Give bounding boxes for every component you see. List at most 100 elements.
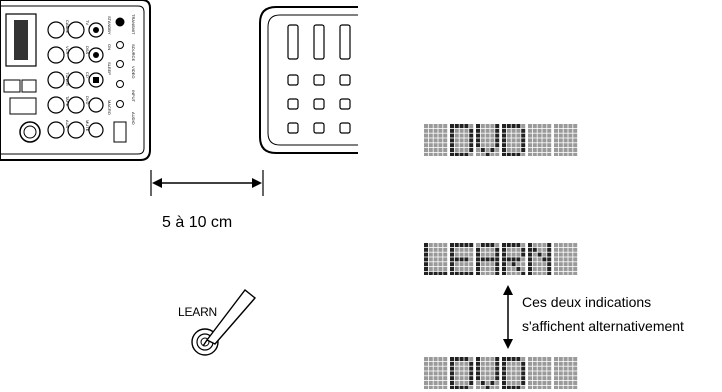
lcd-segment-off	[547, 366, 552, 371]
lcd-segment-off	[485, 143, 490, 148]
lcd-segment-off	[490, 366, 495, 371]
lcd-segment-off	[537, 357, 542, 361]
lcd-segment-off	[516, 366, 521, 371]
lcd-segment-on	[459, 243, 464, 247]
lcd-segment-off	[438, 133, 443, 138]
lcd-segment-on	[506, 357, 511, 361]
lcd-display-dvd-top	[424, 124, 578, 156]
lcd-segment-on	[495, 371, 500, 376]
lcd-segment-off	[433, 371, 438, 376]
svg-text:TV: TV	[85, 20, 90, 25]
lcd-segment-off	[506, 376, 511, 381]
lcd-segment-off	[490, 247, 495, 252]
lcd-segment-off	[433, 267, 438, 271]
lcd-segment-off	[537, 143, 542, 148]
lcd-segment-on	[476, 247, 480, 252]
lcd-segment-off	[443, 376, 448, 381]
lcd-segment-off	[495, 381, 500, 385]
lcd-segment-on	[476, 267, 480, 271]
lcd-segment-off	[490, 138, 495, 143]
lcd-segment-off	[438, 267, 443, 271]
learn-button-press-illustration	[191, 289, 257, 356]
lcd-segment-on	[485, 243, 490, 247]
lcd-segment-on	[480, 243, 485, 247]
lcd-segment-off	[443, 128, 448, 133]
svg-text:CD: CD	[85, 72, 90, 78]
lcd-segment-off	[438, 361, 443, 366]
lcd-segment-off	[573, 376, 578, 381]
lcd-segment-off	[521, 357, 526, 361]
lcd-segment-on	[459, 357, 464, 361]
lcd-segment-off	[424, 143, 428, 148]
lcd-segment-off	[528, 361, 532, 366]
lcd-segment-off	[532, 143, 537, 148]
lcd-segment-off	[568, 267, 573, 271]
lcd-segment-off	[568, 148, 573, 152]
lcd-segment-off	[424, 124, 428, 128]
lcd-segment-off	[438, 252, 443, 257]
lcd-segment-off	[454, 361, 459, 366]
lcd-segment-on	[476, 371, 480, 376]
lcd-segment-on	[450, 366, 454, 371]
lcd-segment-off	[485, 252, 490, 257]
lcd-segment-on	[516, 385, 521, 389]
lcd-segment-on	[521, 252, 526, 257]
lcd-segment-on	[428, 271, 433, 275]
lcd-segment-off	[528, 128, 532, 133]
lcd-segment-off	[443, 133, 448, 138]
lcd-segment-off	[490, 371, 495, 376]
lcd-segment-on	[469, 148, 474, 152]
lcd-segment-off	[547, 148, 552, 152]
lcd-segment-off	[469, 357, 474, 361]
lcd-segment-on	[502, 257, 506, 262]
lcd-segment-on	[542, 257, 547, 262]
lcd-segment-off	[542, 148, 547, 152]
lcd-segment-off	[573, 357, 578, 361]
lcd-segment-off	[568, 247, 573, 252]
lcd-segment-off	[495, 152, 500, 156]
lcd-segment-off	[568, 128, 573, 133]
lcd-segment-off	[495, 385, 500, 389]
lcd-segment-off	[511, 361, 516, 366]
lcd-segment-off	[558, 385, 563, 389]
lcd-segment-off	[433, 247, 438, 252]
lcd-segment-on	[547, 262, 552, 267]
lcd-segment-off	[547, 124, 552, 128]
lcd-segment-on	[450, 262, 454, 267]
lcd-segment-off	[424, 128, 428, 133]
svg-text:AUDIO: AUDIO	[131, 112, 136, 125]
lcd-segment-off	[563, 357, 568, 361]
lcd-display-dvd-bottom	[424, 357, 578, 389]
lcd-segment-off	[438, 124, 443, 128]
lcd-segment-off	[528, 143, 532, 148]
lcd-segment-off	[454, 366, 459, 371]
lcd-segment-off	[490, 252, 495, 257]
lcd-display-learn	[424, 243, 578, 275]
lcd-segment-off	[459, 262, 464, 267]
lcd-segment-on	[433, 271, 438, 275]
lcd-segment-on	[521, 143, 526, 148]
lcd-segment-off	[459, 361, 464, 366]
lcd-segment-off	[490, 267, 495, 271]
lcd-segment-off	[506, 371, 511, 376]
lcd-segment-on	[476, 262, 480, 267]
lcd-segment-off	[568, 381, 573, 385]
svg-text:CABLE: CABLE	[65, 20, 70, 33]
lcd-segment-off	[476, 152, 480, 156]
lcd-segment-off	[528, 357, 532, 361]
lcd-segment-on	[480, 148, 485, 152]
lcd-segment-off	[428, 143, 433, 148]
remote-left-illustration: CABLE TV VCR DSS TUNER CD TAPE DVD AUX M…	[0, 0, 151, 161]
lcd-segment-on	[502, 357, 506, 361]
lcd-segment-off	[573, 366, 578, 371]
lcd-segment-off	[433, 128, 438, 133]
lcd-segment-on	[450, 138, 454, 143]
lcd-segment-on	[502, 252, 506, 257]
lcd-segment-on	[521, 133, 526, 138]
lcd-segment-off	[532, 257, 537, 262]
lcd-segment-off	[516, 138, 521, 143]
lcd-segment-on	[469, 381, 474, 385]
lcd-segment-off	[480, 124, 485, 128]
lcd-segment-off	[563, 271, 568, 275]
lcd-segment-on	[495, 262, 500, 267]
